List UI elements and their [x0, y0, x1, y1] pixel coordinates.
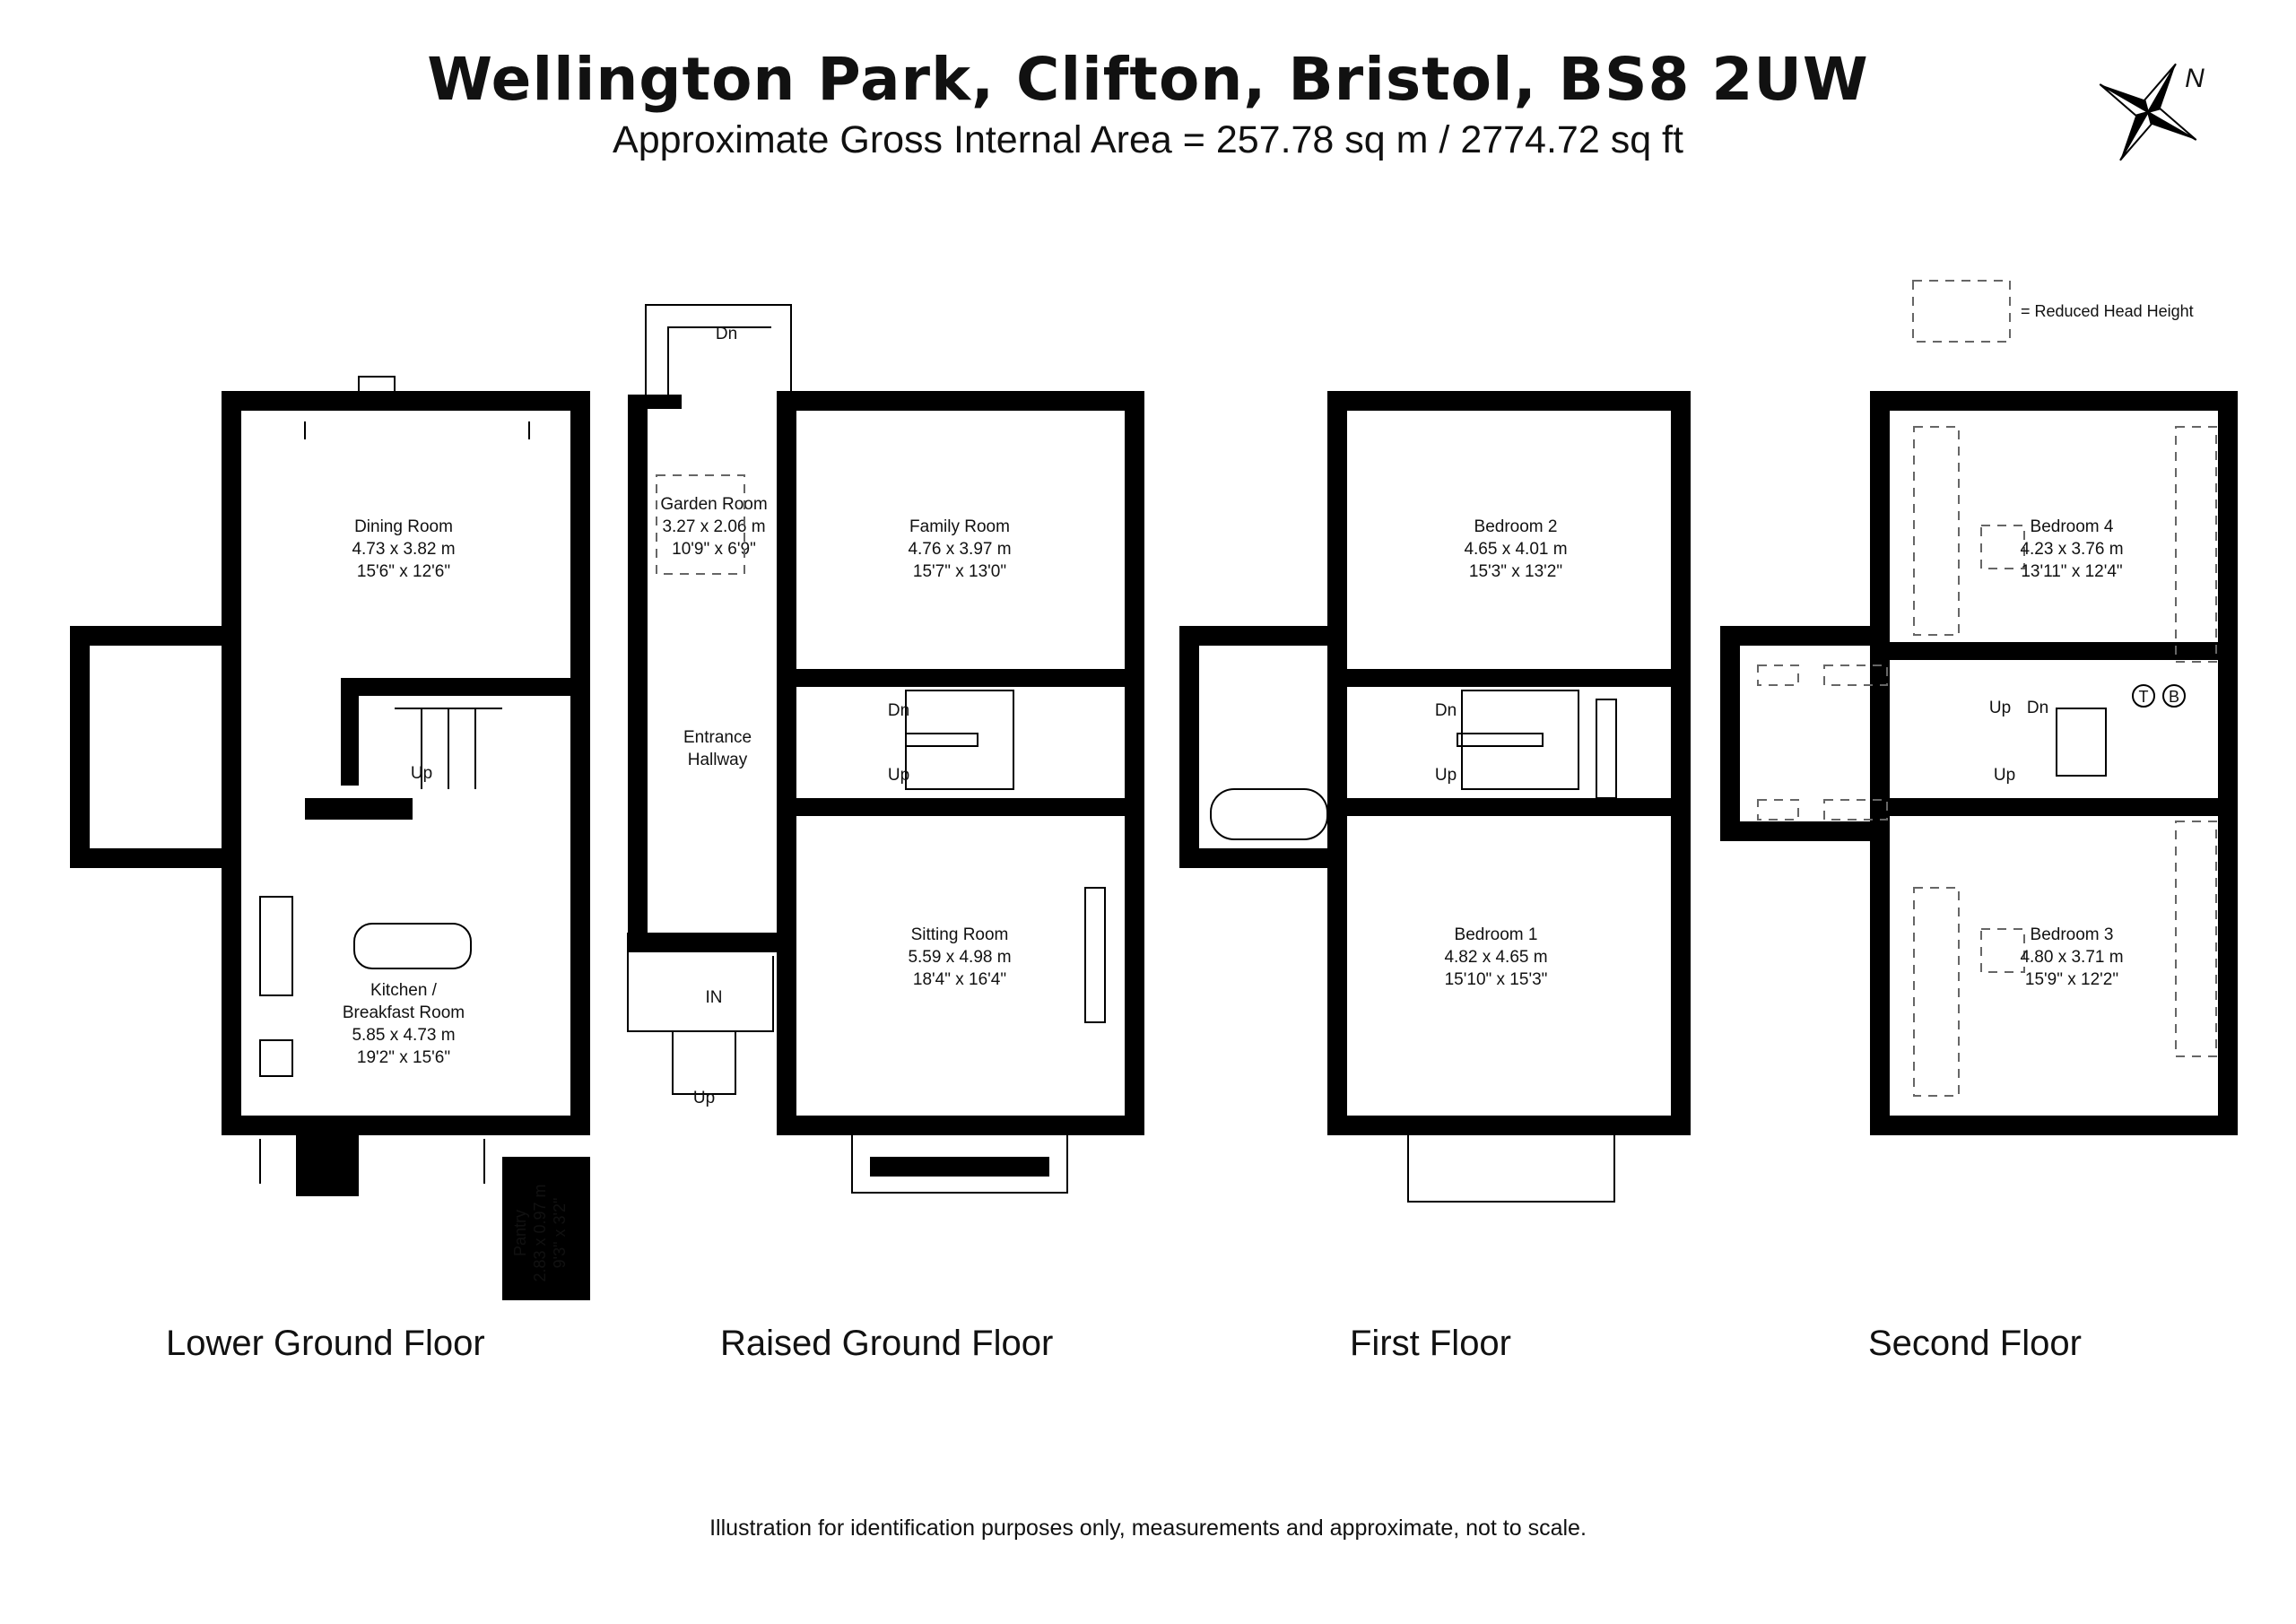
kitchen-name-2: Breakfast Room [343, 1003, 465, 1022]
sitting-room-name: Sitting Room [911, 925, 1009, 944]
ff-stairs-up-label: Up [1435, 766, 1457, 785]
dining-room-name: Dining Room [354, 517, 453, 536]
hallway-name-2: Hallway [688, 751, 748, 769]
floor-label-lower-ground: Lower Ground Floor [166, 1324, 485, 1363]
gross-area-subtitle: Approximate Gross Internal Area = 257.78… [613, 118, 1683, 161]
lg-stairs-up-label: Up [411, 764, 432, 783]
sf-stairs-dn-label: Dn [2027, 699, 2048, 717]
bedroom-1-imperial: 15'10" x 15'3" [1445, 970, 1548, 989]
ff-stairs-dn-label: Dn [1435, 701, 1457, 720]
bedroom-3-imperial: 15'9" x 12'2" [2025, 970, 2118, 989]
sitting-room-metric: 5.59 x 4.98 m [908, 948, 1011, 967]
dining-room-metric: 4.73 x 3.82 m [352, 540, 455, 559]
sf-stairs-up-label: Up [1989, 699, 2011, 717]
bedroom-4-metric: 4.23 x 3.76 m [2020, 540, 2123, 559]
sitting-room-imperial: 18'4" x 16'4" [913, 970, 1006, 989]
page-title: Wellington Park, Clifton, Bristol, BS8 2… [427, 45, 1869, 114]
pantry-imperial: 9'3" x 3'2" [551, 1198, 569, 1269]
garden-room-name: Garden Room [660, 495, 767, 514]
family-room-imperial: 15'7" x 13'0" [913, 562, 1006, 581]
cylinder-boiler-label: B [2169, 688, 2179, 706]
floor-label-first: First Floor [1350, 1324, 1511, 1363]
bedroom-4-name: Bedroom 4 [2031, 517, 2114, 536]
bedroom-3-name: Bedroom 3 [2031, 925, 2114, 944]
rg-stairs-dn-label: Dn [888, 701, 909, 720]
second-floor-plan: T B Bedroom 4 4.23 x 3.76 m 13'11" x 12'… [1720, 391, 2238, 1135]
pantry-name: Pantry [511, 1210, 529, 1256]
garden-room-imperial: 10'9" x 6'9" [672, 540, 756, 559]
cylinder-tank-label: T [2139, 688, 2149, 706]
raised-ground-floor-plan: Dn Garden Room 3.27 x 2.06 m 10'9" x 6'9… [627, 304, 1144, 1194]
bedroom-2-name: Bedroom 2 [1474, 517, 1558, 536]
floor-label-second: Second Floor [1868, 1324, 2082, 1363]
family-room-metric: 4.76 x 3.97 m [908, 540, 1011, 559]
sf-stairs-up-label-2: Up [1994, 766, 2015, 785]
rg-stairs-up-label: Up [888, 766, 909, 785]
garden-room-metric: 3.27 x 2.06 m [662, 517, 765, 536]
garden-room-reduced-head-height [656, 474, 745, 575]
bedroom-2-metric: 4.65 x 4.01 m [1464, 540, 1567, 559]
first-floor-plan: Bedroom 2 4.65 x 4.01 m 15'3" x 13'2" Dn… [1179, 391, 1691, 1203]
compass-north-label: N [2185, 64, 2205, 93]
kitchen-name-1: Kitchen / [370, 981, 438, 1000]
pantry-metric: 2.83 x 0.97 m [531, 1184, 549, 1281]
kitchen-metric: 5.85 x 4.73 m [352, 1026, 455, 1045]
bedroom-1-metric: 4.82 x 4.65 m [1444, 948, 1547, 967]
legend-label: = Reduced Head Height [2021, 302, 2194, 320]
dining-room-imperial: 15'6" x 12'6" [357, 562, 450, 581]
bedroom-3-metric: 4.80 x 3.71 m [2020, 948, 2123, 967]
entry-in-label: IN [706, 988, 723, 1007]
lower-ground-floor-plan: Dining Room 4.73 x 3.82 m 15'6" x 12'6" … [70, 376, 590, 1300]
north-compass-icon [2099, 63, 2197, 161]
bedroom-1-name: Bedroom 1 [1455, 925, 1538, 944]
family-room-name: Family Room [909, 517, 1010, 536]
disclaimer-text: Illustration for identification purposes… [709, 1515, 1587, 1541]
hallway-name-1: Entrance [683, 728, 752, 747]
garden-room-dn-label: Dn [716, 325, 737, 343]
bedroom-2-imperial: 15'3" x 13'2" [1469, 562, 1562, 581]
floor-label-raised-ground: Raised Ground Floor [720, 1324, 1054, 1363]
front-steps-up-label: Up [693, 1089, 715, 1107]
bedroom-4-imperial: 13'11" x 12'4" [2021, 562, 2122, 581]
reduced-head-height-swatch [1912, 280, 2011, 343]
kitchen-imperial: 19'2" x 15'6" [357, 1048, 450, 1067]
